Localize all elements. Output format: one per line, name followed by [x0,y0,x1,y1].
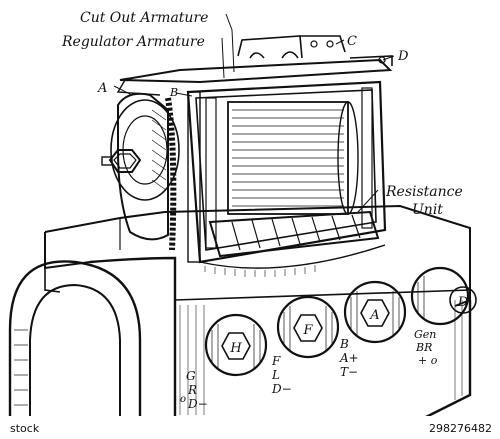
plate-r: R [187,383,197,397]
hex-nut-icon [101,149,142,173]
terminal-a-label: A [369,308,379,323]
plate-text: G R D− o F L D− B A+ T− Gen BR + o [180,328,438,411]
unit-label: Unit [412,202,443,218]
label-a: A [97,81,107,96]
plate-f: F [271,354,281,368]
plate-o: o [180,394,186,405]
watermark: stock 298276482 [0,416,500,439]
plate-l: L [271,368,280,382]
watermark-id: 298276482 [429,422,492,435]
terminal-d: D [410,266,477,326]
label-d: D [397,49,409,64]
left-bracket [110,92,180,251]
terminal-f: F [276,295,340,359]
plate-d-minus-2: D− [271,382,292,396]
terminal-h-label: H [229,341,242,356]
label-b: B [169,86,178,99]
plate-g: G [186,369,196,383]
resistance-unit [199,210,386,277]
mounting-arch [8,260,142,420]
armatures [116,35,393,96]
plate-plus-o: + o [418,354,438,367]
base-housing [44,204,472,422]
resistance-label: Resistance [385,184,463,200]
terminal-f-label: F [302,323,313,338]
plate-a-plus: A+ [339,351,359,365]
regulator-armature-label: Regulator Armature [61,34,205,50]
terminal-h: H [204,313,268,377]
plate-d-minus: D− [187,397,208,411]
coil-frame [186,80,387,264]
watermark-text: stock [10,422,40,435]
leader-lines [113,13,395,213]
plate-t-minus: T− [340,365,358,379]
coil-winding [227,101,359,215]
cut-out-armature-label: Cut Out Armature [80,10,208,26]
terminal-a: A [343,280,407,344]
label-c: C [347,34,357,49]
plate-b: B [339,337,349,351]
terminal-d-label: D [457,295,469,310]
plate-br: BR [415,341,432,354]
plate-gen: Gen [414,328,436,341]
